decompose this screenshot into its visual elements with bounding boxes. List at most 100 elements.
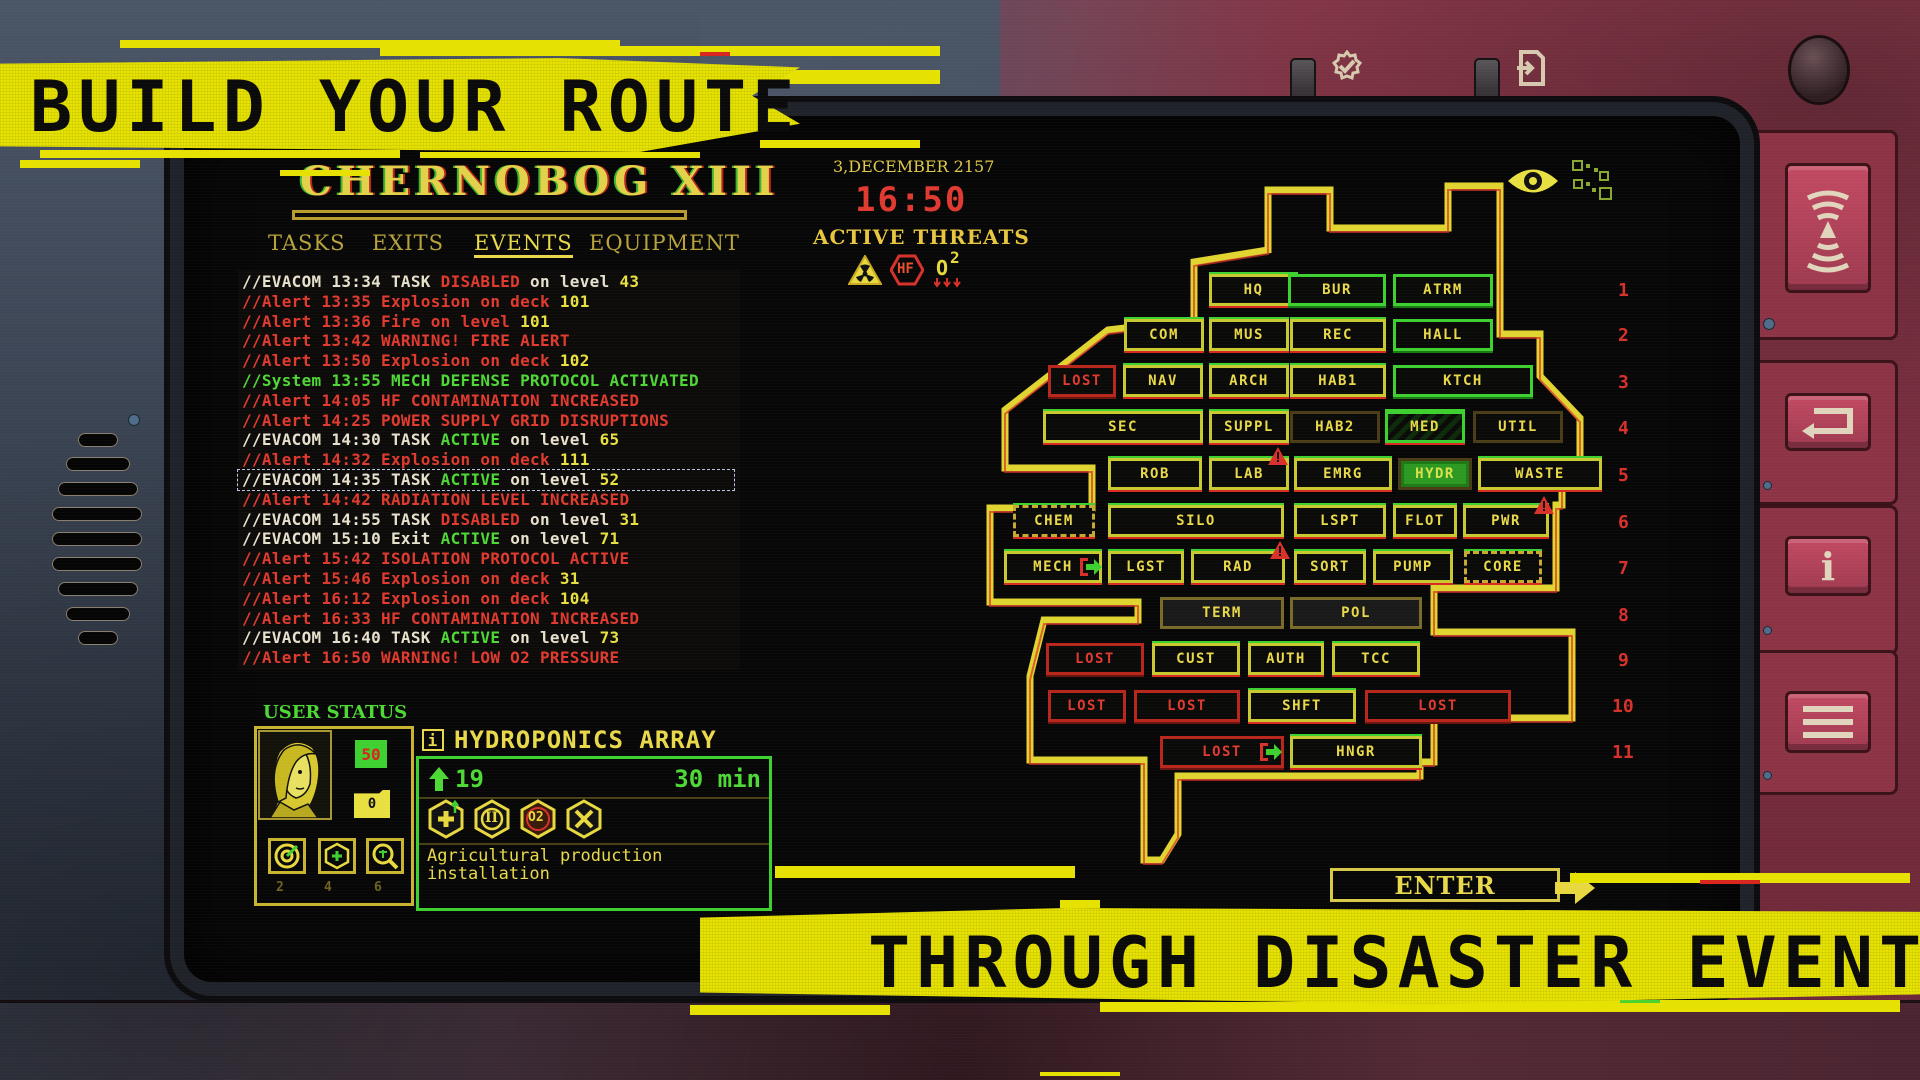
toggle-switch-exit[interactable] <box>1474 58 1500 120</box>
log-entry[interactable]: //Alert 16:12 Explosion on deck 104 <box>242 589 590 609</box>
signal-lock-button[interactable] <box>1785 163 1871 293</box>
map-room-com[interactable]: COM <box>1124 319 1204 351</box>
exit-marker-icon[interactable] <box>1078 556 1102 578</box>
log-entry[interactable]: //Alert 14:42 RADIATION LEVEL INCREASED <box>242 490 629 510</box>
log-entry[interactable]: //Alert 14:32 Explosion on deck 111 <box>242 450 590 470</box>
radiation-icon[interactable] <box>848 255 882 285</box>
log-entry[interactable]: //EVACOM 15:10 Exit ACTIVE on level 71 <box>242 529 619 549</box>
health-value: 50 <box>355 740 387 768</box>
map-room-hngr[interactable]: HNGR <box>1290 736 1422 768</box>
tab-equipment[interactable]: EQUIPMENT <box>589 231 740 255</box>
map-room-lost[interactable]: LOST <box>1048 365 1116 397</box>
skill-medkit[interactable] <box>318 838 356 874</box>
map-room-mus[interactable]: MUS <box>1209 319 1289 351</box>
map-room-rad[interactable]: RAD <box>1191 551 1285 583</box>
map-room-lost[interactable]: LOST <box>1046 643 1144 675</box>
enter-button[interactable]: ENTER <box>1330 868 1560 902</box>
map-room-waste[interactable]: WASTE <box>1478 458 1602 490</box>
map-room-shft[interactable]: SHFT <box>1248 690 1356 722</box>
map-room-arch[interactable]: ARCH <box>1209 365 1289 397</box>
map-room-hq[interactable]: HQ <box>1209 274 1298 306</box>
map-room-lost[interactable]: LOST <box>1134 690 1240 722</box>
map-room-hab1[interactable]: HAB1 <box>1290 365 1386 397</box>
map-room-flot[interactable]: FLOT <box>1393 505 1457 537</box>
map-room-core[interactable]: CORE <box>1464 551 1542 583</box>
warning-icon[interactable] <box>1534 496 1554 514</box>
log-entry[interactable]: //Alert 15:42 ISOLATION PROTOCOL ACTIVE <box>242 549 629 569</box>
map-room-lgst[interactable]: LGST <box>1108 551 1184 583</box>
log-entry-selected[interactable]: //EVACOM 14:35 TASK ACTIVE on level 52 <box>237 469 735 491</box>
map-room-bur[interactable]: BUR <box>1288 274 1386 306</box>
event-log[interactable]: //EVACOM 13:34 TASK DISABLED on level 43… <box>237 270 740 670</box>
tab-events[interactable]: EVENTS <box>474 231 573 258</box>
map-room-pwr[interactable]: PWR <box>1463 505 1549 537</box>
heal-hex-icon[interactable] <box>427 799 465 839</box>
tools-hex-icon[interactable] <box>565 799 603 839</box>
power-knob[interactable] <box>1788 35 1850 105</box>
hf-icon[interactable]: HF <box>890 254 924 286</box>
log-entry[interactable]: //EVACOM 14:55 TASK DISABLED on level 31 <box>242 510 639 530</box>
map-room-pump[interactable]: PUMP <box>1373 551 1453 583</box>
log-entry[interactable]: //System 13:55 MECH DEFENSE PROTOCOL ACT… <box>242 371 699 391</box>
o2-icon[interactable]: O 2 <box>932 248 964 288</box>
map-room-lost[interactable]: LOST <box>1160 736 1284 768</box>
map-room-term[interactable]: TERM <box>1160 597 1284 629</box>
map-room-util[interactable]: UTIL <box>1473 411 1563 443</box>
map-room-cust[interactable]: CUST <box>1152 643 1240 675</box>
log-entry[interactable]: //Alert 13:35 Explosion on deck 101 <box>242 292 590 312</box>
map-room-lost[interactable]: LOST <box>1365 690 1511 722</box>
map-room-sec[interactable]: SEC <box>1043 411 1203 443</box>
map-room-auth[interactable]: AUTH <box>1248 643 1324 675</box>
o2-hex-icon[interactable]: O2 <box>519 799 557 839</box>
log-segment: 65 <box>599 430 620 450</box>
map-room-lost[interactable]: LOST <box>1048 690 1126 722</box>
warning-icon[interactable] <box>1270 541 1290 559</box>
log-entry[interactable]: //Alert 13:50 Explosion on deck 102 <box>242 351 590 371</box>
exit-marker-icon[interactable] <box>1258 741 1282 763</box>
log-entry[interactable]: //Alert 13:42 WARNING! FIRE ALERT <box>242 331 570 351</box>
log-entry[interactable]: //Alert 15:46 Explosion on deck 31 <box>242 569 580 589</box>
map-room-tcc[interactable]: TCC <box>1332 643 1420 675</box>
info-button[interactable]: i <box>1785 536 1871 596</box>
return-button[interactable] <box>1785 393 1871 451</box>
tab-tasks[interactable]: TASKS <box>268 231 346 255</box>
log-entry[interactable]: //Alert 13:36 Fire on level 101 <box>242 312 550 332</box>
skill-radar[interactable] <box>268 838 306 874</box>
map-room-hab2[interactable]: HAB2 <box>1290 411 1380 443</box>
map-room-hall[interactable]: HALL <box>1393 319 1493 351</box>
pause-hex-icon[interactable]: II <box>473 799 511 839</box>
map-room-silo[interactable]: SILO <box>1108 505 1284 537</box>
map-room-suppl[interactable]: SUPPL <box>1209 411 1289 443</box>
map-room-chem[interactable]: CHEM <box>1013 505 1095 537</box>
warning-icon[interactable] <box>1268 447 1288 465</box>
log-entry[interactable]: //EVACOM 14:30 TASK ACTIVE on level 65 <box>242 430 619 450</box>
map-room-rec[interactable]: REC <box>1290 319 1386 351</box>
menu-button[interactable] <box>1785 691 1871 753</box>
map-room-lspt[interactable]: LSPT <box>1294 505 1386 537</box>
avatar[interactable] <box>258 730 332 820</box>
grid-view-icon[interactable] <box>1572 160 1614 202</box>
tab-exits[interactable]: EXITS <box>372 231 444 255</box>
map-room-emrg[interactable]: EMRG <box>1294 458 1392 490</box>
skill-scan[interactable] <box>366 838 404 874</box>
map-room-ktch[interactable]: KTCH <box>1393 365 1533 397</box>
map-room-atrm[interactable]: ATRM <box>1393 274 1493 306</box>
log-entry[interactable]: //Alert 16:50 WARNING! LOW O2 PRESSURE <box>242 648 619 668</box>
log-segment: on level <box>500 628 600 648</box>
gear-check-icon[interactable] <box>1330 49 1364 92</box>
map-room-hydr[interactable]: HYDR <box>1398 458 1472 490</box>
toggle-switch-settings[interactable] <box>1290 58 1316 120</box>
log-entry[interactable]: //EVACOM 16:40 TASK ACTIVE on level 73 <box>242 628 619 648</box>
map-room-med[interactable]: MED <box>1385 411 1465 443</box>
map-room-sort[interactable]: SORT <box>1294 551 1366 583</box>
map-room-rob[interactable]: ROB <box>1108 458 1202 490</box>
log-entry[interactable]: //Alert 14:25 POWER SUPPLY GRID DISRUPTI… <box>242 411 669 431</box>
log-entry[interactable]: //EVACOM 13:34 TASK DISABLED on level 43 <box>242 272 639 292</box>
info-icon[interactable]: i <box>422 729 444 751</box>
map-room-nav[interactable]: NAV <box>1123 365 1203 397</box>
map-room-pol[interactable]: POL <box>1290 597 1422 629</box>
log-entry[interactable]: //Alert 16:33 HF CONTAMINATION INCREASED <box>242 609 639 629</box>
log-entry[interactable]: //Alert 14:05 HF CONTAMINATION INCREASED <box>242 391 639 411</box>
exit-door-icon[interactable] <box>1515 50 1547 94</box>
eye-icon[interactable] <box>1506 166 1560 196</box>
